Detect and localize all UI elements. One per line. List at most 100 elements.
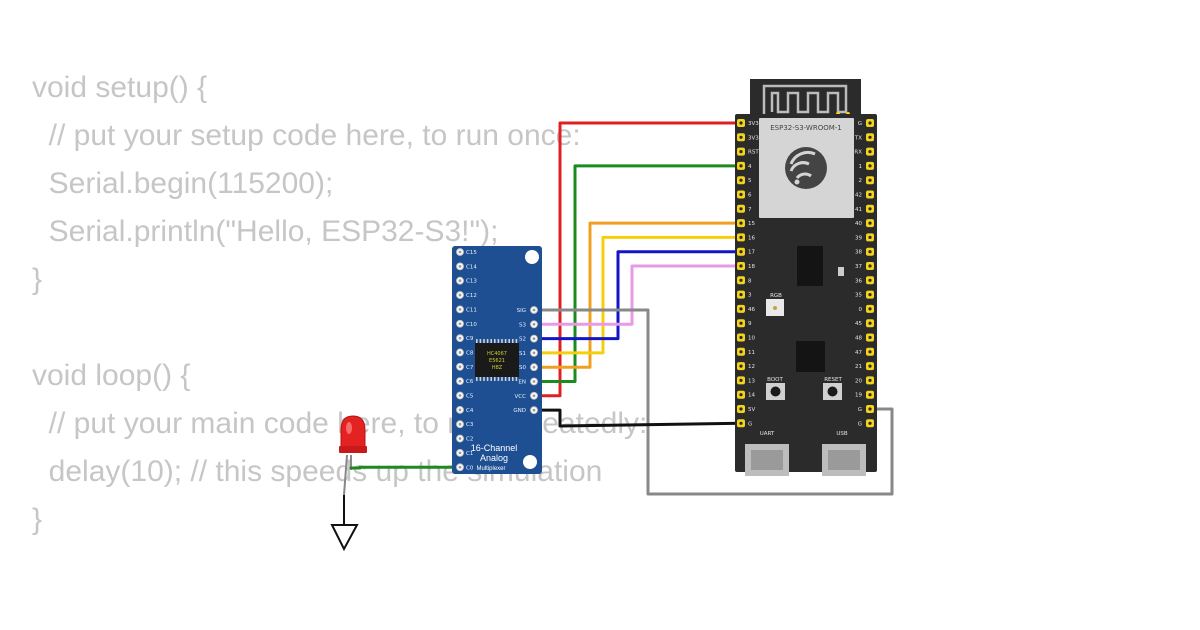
mux-pin-c4[interactable]: C4 xyxy=(456,405,474,414)
esp-pin-right-19[interactable]: 19 xyxy=(855,390,874,399)
esp-pin-label: 41 xyxy=(855,207,862,213)
esp-pin-right-39[interactable]: 39 xyxy=(855,233,874,242)
esp-pin-left-17[interactable]: 17 xyxy=(737,247,755,256)
esp-pin-left-7[interactable]: 7 xyxy=(737,204,752,213)
mux-pin-label: C7 xyxy=(466,365,474,371)
mux-pin-c15[interactable]: C15 xyxy=(456,248,478,256)
wire-s1-gpio16[interactable] xyxy=(532,235,743,355)
esp-pin-left-g[interactable]: G xyxy=(737,419,752,428)
esp-pin-left-46[interactable]: 46 xyxy=(737,304,755,313)
mux-board[interactable]: HC4067 E5621 H8Z 16-Channel Analog Multi… xyxy=(452,246,542,474)
reset-button[interactable] xyxy=(823,383,842,400)
esp-pin-right-45[interactable]: 45 xyxy=(855,319,874,328)
esp-pin-right-40[interactable]: 40 xyxy=(855,219,874,228)
esp-pin-right-42[interactable]: 42 xyxy=(855,190,874,199)
mux-pin-c5[interactable]: C5 xyxy=(456,391,474,400)
mux-pin-c1[interactable]: C1 xyxy=(456,449,474,457)
code-editor-background: void setup() { // put your setup code he… xyxy=(32,64,647,544)
esp-pin-label: 10 xyxy=(748,336,755,342)
wire-gnd-g[interactable] xyxy=(532,408,743,428)
mux-pin-en[interactable]: EN xyxy=(518,377,538,386)
mux-pin-c2[interactable]: C2 xyxy=(456,434,474,443)
wire-s0-gpio15[interactable] xyxy=(532,221,743,369)
esp-pin-left-15[interactable]: 15 xyxy=(737,219,755,228)
esp-pin-left-10[interactable]: 10 xyxy=(737,333,755,342)
led[interactable] xyxy=(339,415,367,496)
esp-pin-left-3v3[interactable]: 3V3 xyxy=(737,119,759,127)
esp-pin-left-6[interactable]: 6 xyxy=(737,190,752,199)
mux-pin-c14[interactable]: C14 xyxy=(456,262,478,270)
esp-pin-left-3[interactable]: 3 xyxy=(737,290,752,299)
esp-pin-left-16[interactable]: 16 xyxy=(737,233,755,242)
esp-pin-right-g[interactable]: G xyxy=(858,405,874,413)
esp-pin-right-38[interactable]: 38 xyxy=(855,247,874,256)
esp-pin-left-12[interactable]: 12 xyxy=(737,362,755,371)
mux-pin-c9[interactable]: C9 xyxy=(456,334,474,342)
esp-pin-left-8[interactable]: 8 xyxy=(737,276,752,285)
esp-pin-right-36[interactable]: 36 xyxy=(855,276,874,285)
esp-pin-right-g[interactable]: G xyxy=(858,119,874,127)
wire-s2-gpio17[interactable] xyxy=(532,250,743,341)
esp-pin-left-3v3[interactable]: 3V3 xyxy=(737,133,759,142)
esp-pin-left-9[interactable]: 9 xyxy=(737,319,752,328)
esp-pin-right-tx[interactable]: TX xyxy=(854,133,874,142)
esp-pin-right-20[interactable]: 20 xyxy=(855,376,874,385)
mux-pin-gnd[interactable]: GND xyxy=(513,406,538,414)
uart-usb-port[interactable] xyxy=(745,444,789,476)
mux-pin-s1[interactable]: S1 xyxy=(519,349,538,357)
esp-pin-right-0[interactable]: 0 xyxy=(859,304,875,313)
mux-pin-c8[interactable]: C8 xyxy=(456,348,474,356)
mux-pin-label: SIG xyxy=(517,308,526,314)
esp-pin-label: 9 xyxy=(748,321,752,327)
wire-vcc-3v3[interactable] xyxy=(532,121,743,398)
mux-pin-c11[interactable]: C11 xyxy=(456,305,477,313)
esp-pin-left-rst[interactable]: RST xyxy=(737,147,759,156)
esp-antenna-trace xyxy=(762,84,848,116)
usb-port[interactable] xyxy=(822,444,866,476)
esp-pin-right-g[interactable]: G xyxy=(858,419,874,428)
esp-pin-left-5[interactable]: 5 xyxy=(737,176,752,185)
mux-pin-s2[interactable]: S2 xyxy=(519,334,538,343)
esp-pin-right-47[interactable]: 47 xyxy=(855,347,874,356)
mux-pin-c7[interactable]: C7 xyxy=(456,362,474,371)
esp-pin-left-13[interactable]: 13 xyxy=(737,376,755,385)
wire-sig-gnd[interactable] xyxy=(532,308,894,496)
boot-button[interactable] xyxy=(766,383,785,400)
wire-s3-gpio18[interactable] xyxy=(532,264,743,326)
esp-pin-right-rx[interactable]: RX xyxy=(854,147,874,156)
mux-pin-vcc[interactable]: VCC xyxy=(515,391,538,400)
esp-pin-left-14[interactable]: 14 xyxy=(737,390,755,399)
esp-pin-right-1[interactable]: 1 xyxy=(859,161,875,170)
mux-pin-c12[interactable]: C12 xyxy=(456,291,477,299)
mux-pin-s0[interactable]: S0 xyxy=(519,363,538,371)
esp-pin-right-2[interactable]: 2 xyxy=(859,176,875,185)
esp-pin-label: G xyxy=(858,421,862,427)
esp-pin-label: 5V xyxy=(748,407,755,413)
esp-pin-label: G xyxy=(748,421,752,427)
wire-en-gpio4[interactable] xyxy=(532,164,743,383)
mux-pin-sig[interactable]: SIG xyxy=(517,306,538,314)
esp-pin-right-37[interactable]: 37 xyxy=(855,262,874,270)
code-line: Serial.begin(115200); xyxy=(32,167,334,200)
esp32-s3-board[interactable]: ESP32-S3-WROOM-1 RGB BOOT RESET UART USB xyxy=(735,79,877,476)
esp-pin-label: 36 xyxy=(855,278,862,284)
esp-pin-left-18[interactable]: 18 xyxy=(737,262,755,270)
esp-pin-right-48[interactable]: 48 xyxy=(855,333,874,342)
mux-pin-label: C9 xyxy=(466,336,474,342)
mux-pin-c13[interactable]: C13 xyxy=(456,276,478,285)
esp-pin-left-4[interactable]: 4 xyxy=(737,161,752,170)
mux-pin-c3[interactable]: C3 xyxy=(456,420,474,428)
mux-pin-s3[interactable]: S3 xyxy=(519,320,538,328)
esp-pin-label: 2 xyxy=(859,178,863,184)
mux-pin-c10[interactable]: C10 xyxy=(456,319,478,328)
led-body xyxy=(340,415,366,449)
mux-pin-c0[interactable]: C0 xyxy=(456,463,474,471)
esp-pin-left-11[interactable]: 11 xyxy=(737,347,755,356)
wire-c0-led[interactable] xyxy=(349,465,462,470)
esp-pin-right-35[interactable]: 35 xyxy=(855,290,874,299)
mux-pin-c6[interactable]: C6 xyxy=(456,377,474,385)
esp-pin-right-41[interactable]: 41 xyxy=(855,204,874,213)
esp-pin-left-5v[interactable]: 5V xyxy=(737,405,755,413)
esp-pin-right-21[interactable]: 21 xyxy=(855,362,874,371)
